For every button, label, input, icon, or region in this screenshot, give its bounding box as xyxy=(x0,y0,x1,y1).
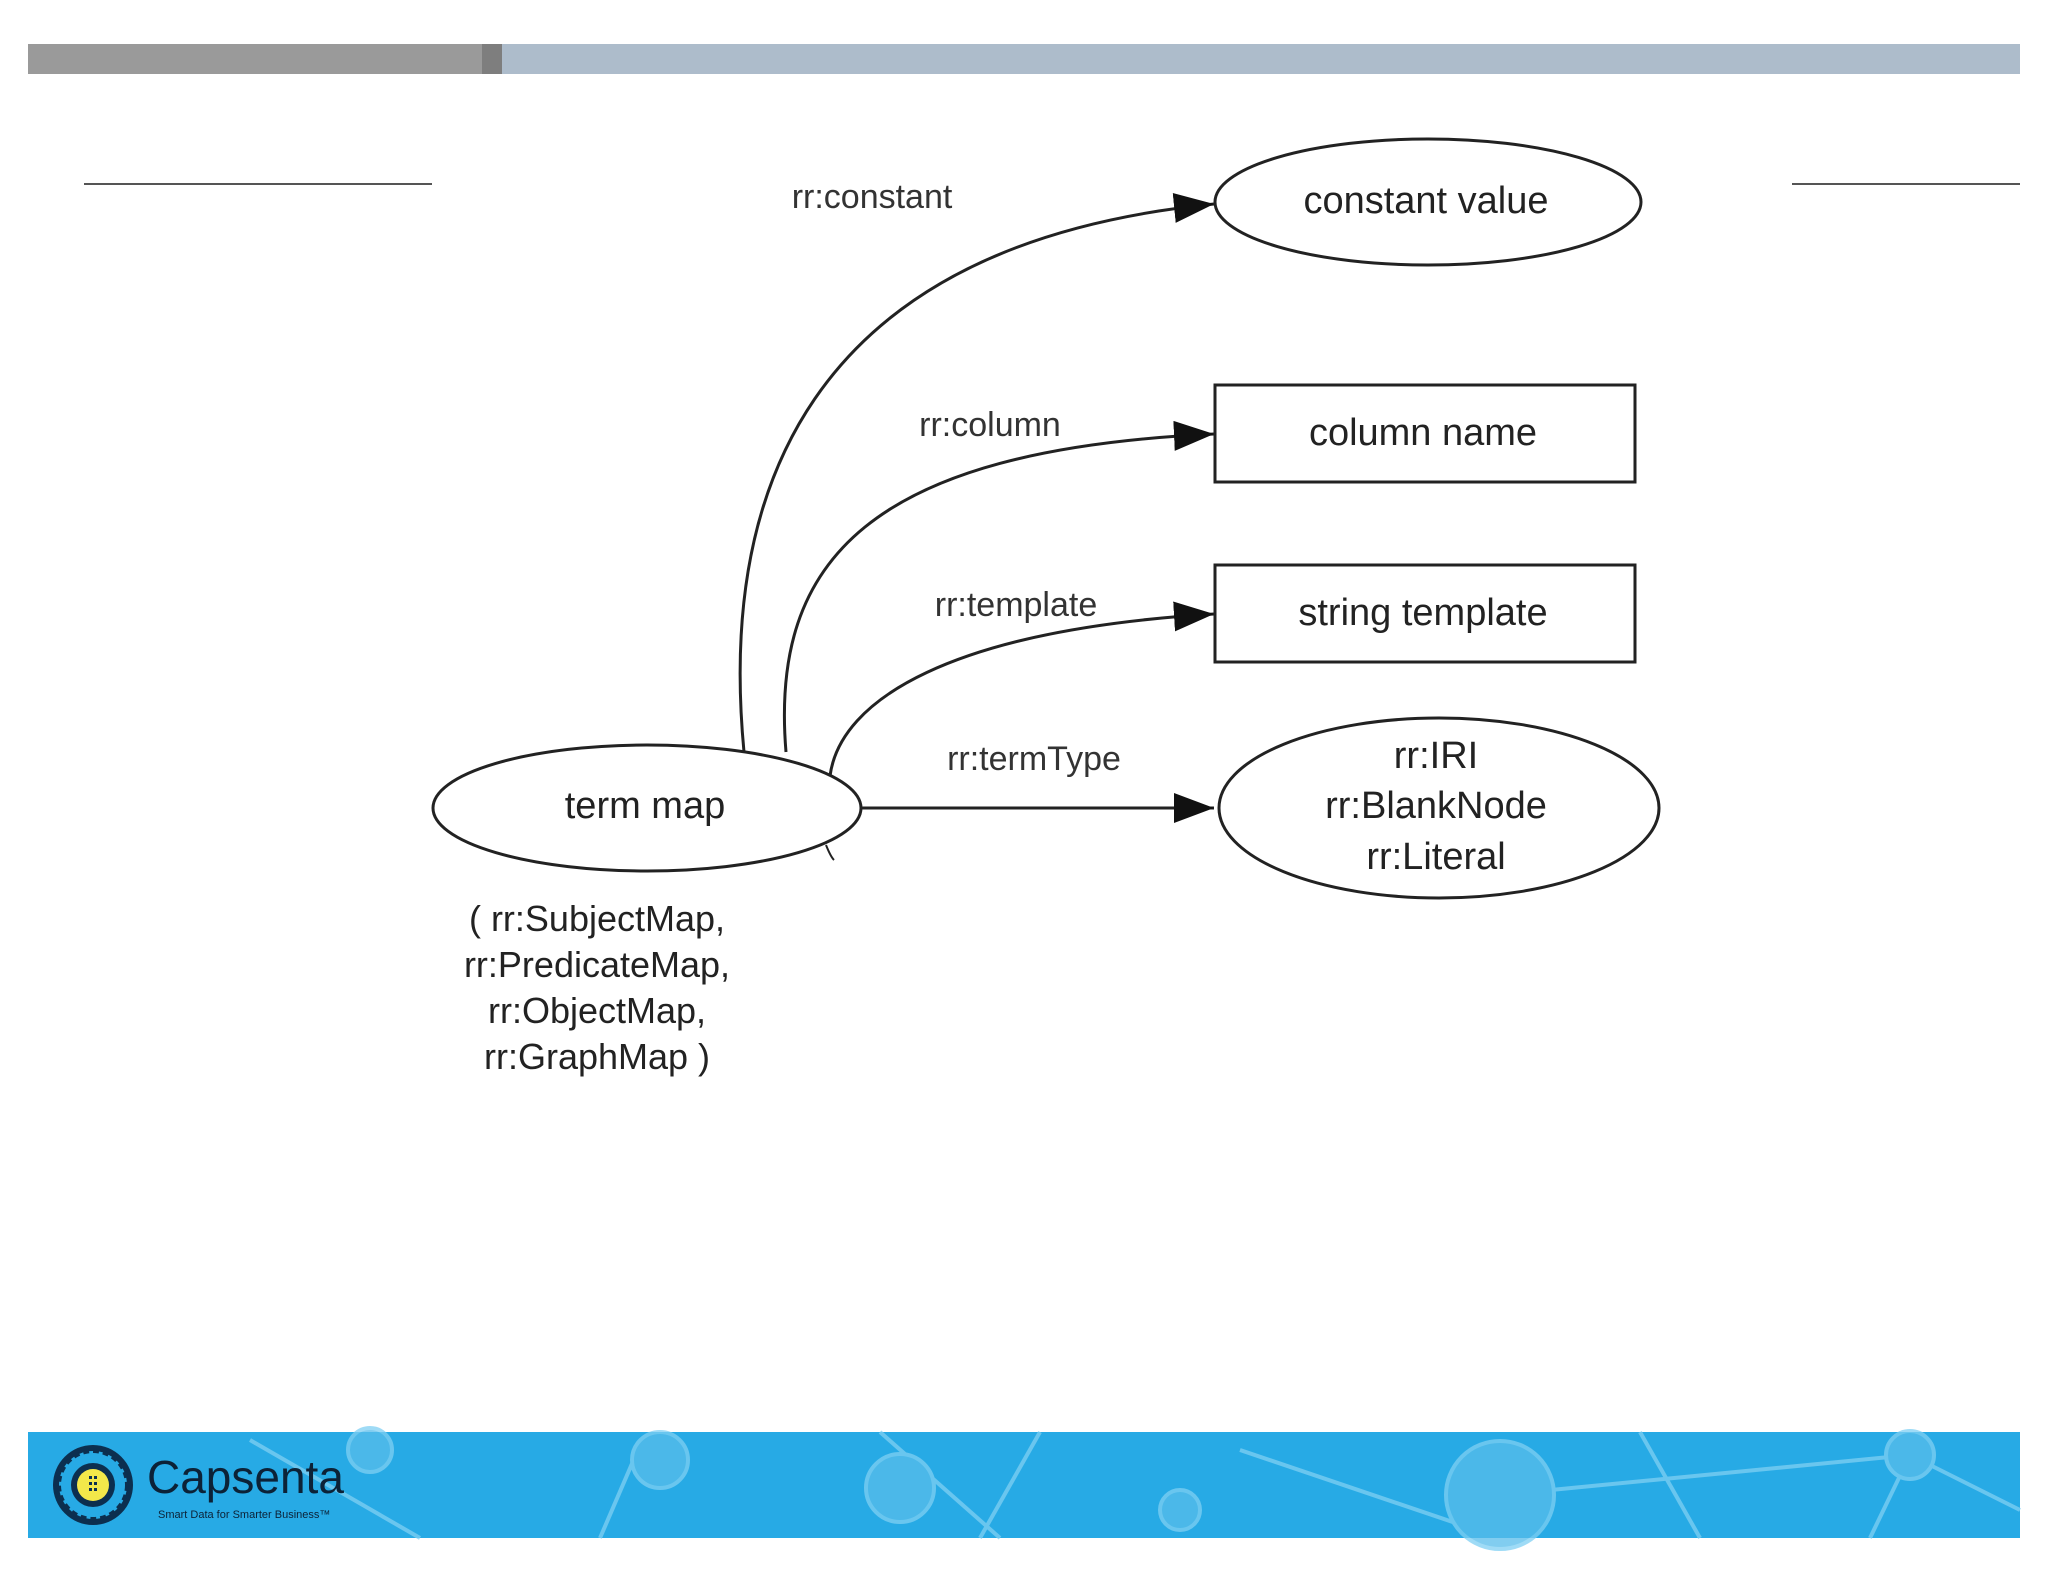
edge-constant xyxy=(738,193,1215,753)
node-constant-value: constant value xyxy=(1213,137,1643,267)
edge-template xyxy=(828,601,1215,777)
edge-column xyxy=(782,420,1215,753)
edge-label-term-type: rr:termType xyxy=(947,740,1121,778)
node-column-name: column name xyxy=(1213,383,1637,484)
edge-label-template: rr:template xyxy=(935,586,1098,624)
term-map-note-line: ( rr:SubjectMap, xyxy=(469,898,725,939)
footer-banner: Capsenta Smart Data for Smarter Business… xyxy=(28,1426,2021,1551)
term-map-note-line: rr:GraphMap ) xyxy=(484,1036,710,1077)
term-type-value-iri: rr:IRI xyxy=(1394,735,1478,777)
edge-label-column: rr:column xyxy=(919,406,1061,444)
term-map-note: ( rr:SubjectMap, rr:PredicateMap, rr:Obj… xyxy=(464,898,730,1077)
edge-label-constant: rr:constant xyxy=(792,178,953,216)
term-type-value-literal: rr:Literal xyxy=(1366,836,1505,878)
capsenta-logo xyxy=(53,1445,133,1525)
node-term-map-label: term map xyxy=(565,785,725,827)
node-string-template: string template xyxy=(1213,563,1637,664)
edge-stub xyxy=(825,844,835,861)
footer-tagline: Smart Data for Smarter Business™ xyxy=(158,1509,330,1521)
diagram-edges xyxy=(738,193,1215,861)
footer-network-pattern xyxy=(249,1426,2021,1551)
footer-brand: Capsenta xyxy=(147,1451,344,1503)
node-term-type-values: rr:IRI rr:BlankNode rr:Literal xyxy=(1217,716,1661,900)
term-type-value-blanknode: rr:BlankNode xyxy=(1325,785,1547,827)
node-column-name-label: column name xyxy=(1309,412,1537,454)
term-map-note-line: rr:PredicateMap, xyxy=(464,944,730,985)
term-map-note-line: rr:ObjectMap, xyxy=(488,990,706,1031)
node-term-map: term map xyxy=(431,743,863,873)
top-bar xyxy=(28,44,2020,74)
node-string-template-label: string template xyxy=(1298,592,1547,634)
node-constant-value-label: constant value xyxy=(1303,180,1548,222)
